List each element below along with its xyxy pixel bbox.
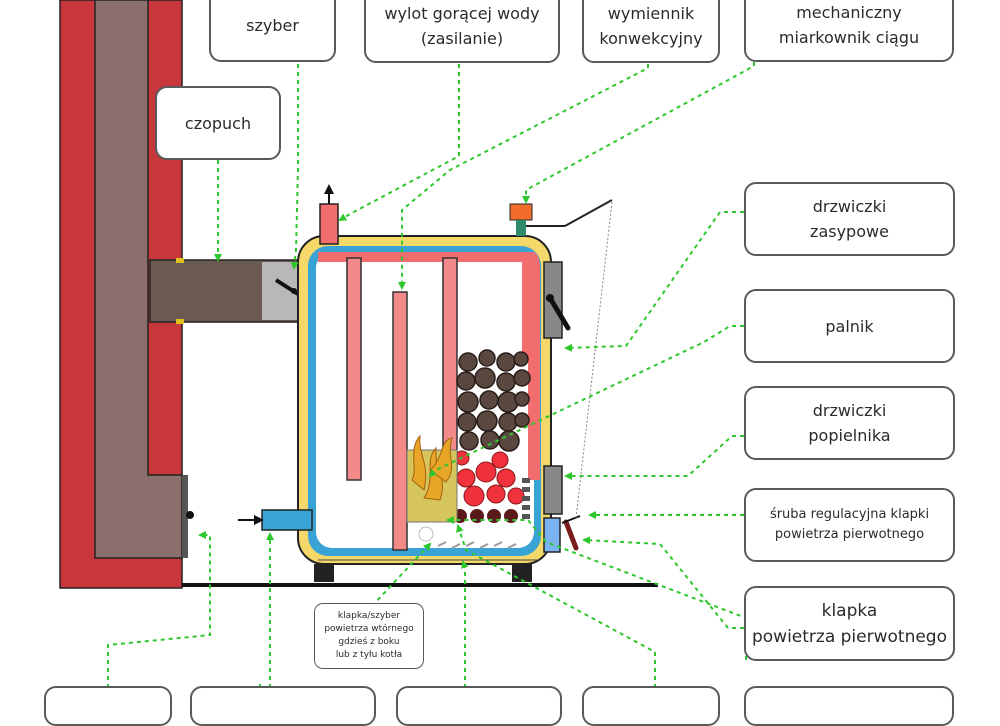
hot-water-outlet [319,184,339,245]
label-cut-2 [190,686,376,726]
heat-exchanger-pipes [346,257,458,551]
label-drzwiczki-popielnika: drzwiczki popielnika [744,386,955,460]
label-cut-4 [582,686,720,726]
label-palnik: palnik [744,289,955,363]
boiler-diagram: szyber wylot gorącej wody (zasilanie) wy… [44,0,955,726]
label-cut-5 [744,686,954,726]
label-sruba-regulacyjna: śruba regulacyjna klapki powietrza pierw… [744,488,955,562]
grate-bars [522,478,530,519]
label-klapka-wtornego: klapka/szyber powietrza wtórnego gdzieś … [314,603,424,669]
label-czopuch: czopuch [155,86,281,160]
diagram-canvas [59,0,755,688]
ash-door [543,465,563,515]
label-drzwiczki-zasypowe: drzwiczki zasypowe [744,182,955,256]
embers [454,450,525,507]
label-wylot: wylot gorącej wody (zasilanie) [364,0,560,63]
primary-air-flap [543,517,561,553]
label-szyber: szyber [209,0,336,62]
cold-water-inlet [238,509,313,531]
label-klapka-powietrza: klapka powietrza pierwotnego [744,586,955,661]
label-wymiennik: wymiennik konwekcyjny [582,0,720,63]
doors [543,261,581,553]
label-cut-1 [44,686,172,726]
boiler-body [297,235,552,582]
label-cut-3 [396,686,562,726]
draft-regulator [509,199,613,519]
ash-particles [418,526,517,549]
label-miarkownik: mechaniczny miarkownik ciągu [744,0,954,62]
